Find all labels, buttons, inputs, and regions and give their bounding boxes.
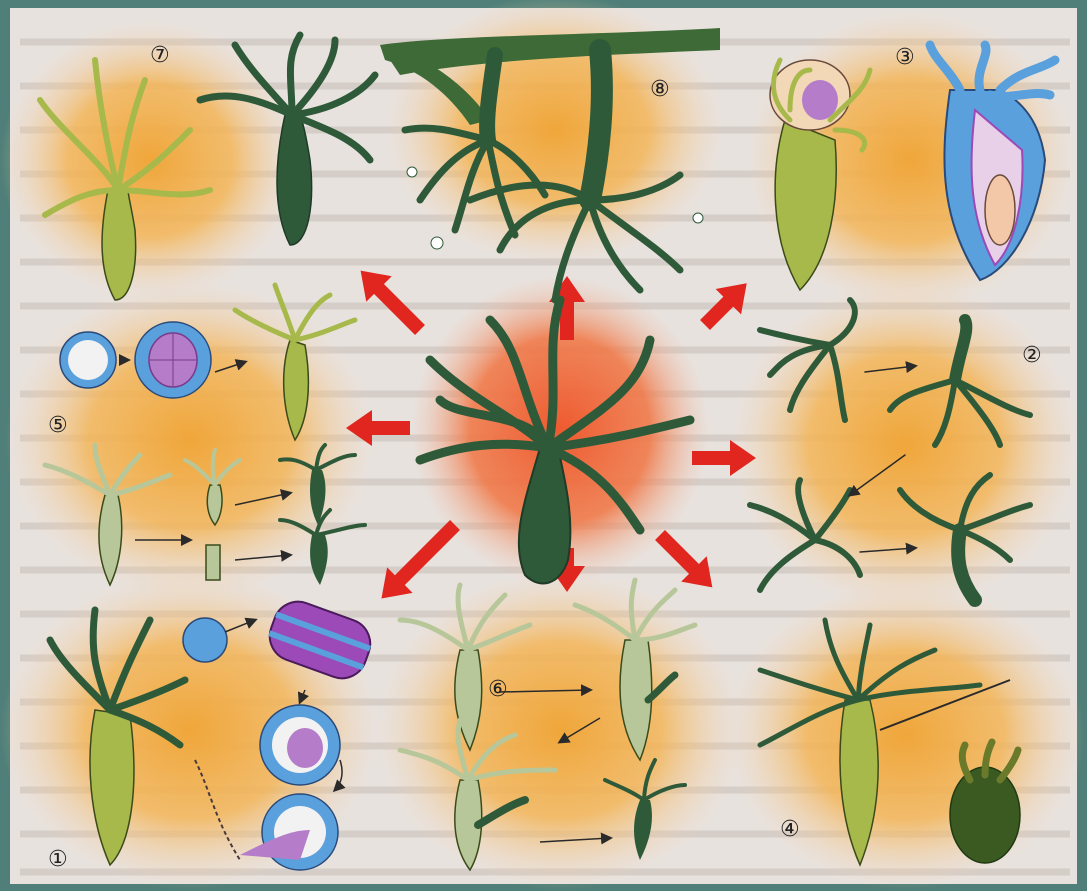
- label-panel-7: ⑦: [150, 43, 170, 68]
- bubble: [407, 167, 417, 177]
- label-panel-8: ⑧: [650, 77, 670, 102]
- label-panel-5: ⑤: [48, 413, 68, 438]
- cell-zoom: [183, 618, 227, 662]
- bubble: [693, 213, 703, 223]
- swallowed-prey: [985, 175, 1015, 245]
- label-panel-3: ③: [895, 45, 915, 70]
- label-panel-2: ②: [1022, 343, 1042, 368]
- stinging-cell-1: [260, 705, 340, 785]
- embryo: [135, 322, 211, 398]
- label-panel-6: ⑥: [488, 677, 508, 702]
- label-panel-4: ④: [780, 817, 800, 842]
- label-panel-1: ①: [48, 847, 68, 872]
- egg-cell: [60, 332, 116, 388]
- bubble: [431, 237, 443, 249]
